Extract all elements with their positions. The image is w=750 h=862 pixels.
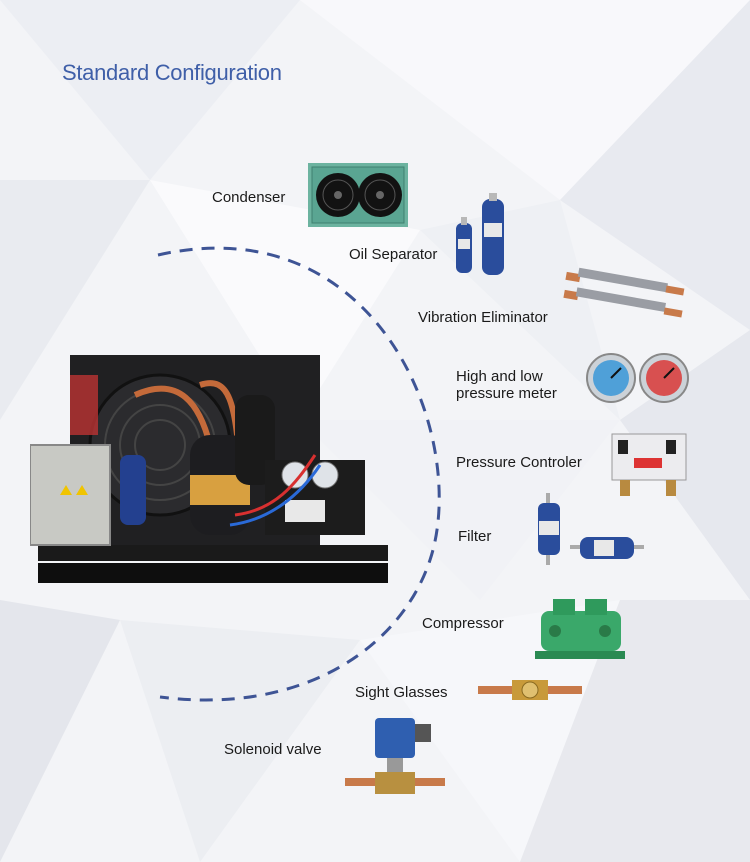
sight-glass-image [478, 680, 582, 700]
label-solenoid-valve: Solenoid valve [224, 741, 322, 758]
condensing-unit-image [30, 355, 388, 583]
label-vibration-eliminator: Vibration Eliminator [418, 309, 548, 326]
label-condenser: Condenser [212, 189, 286, 206]
label-sight-glasses: Sight Glasses [355, 684, 448, 701]
page-title: Standard Configuration [62, 60, 282, 85]
solenoid-valve-image [345, 718, 445, 794]
compressor-image [535, 599, 625, 659]
label-oil-separator: Oil Separator [349, 246, 438, 263]
pressure-meter-image [586, 353, 689, 403]
label-pressure-controller: Pressure Controler [456, 454, 582, 471]
oil-separator-image [456, 193, 504, 275]
vibration-eliminator-image [563, 267, 685, 318]
filter-image [538, 493, 644, 565]
pressure-controller-image [611, 433, 687, 496]
label-compressor: Compressor [422, 615, 504, 632]
label-pressure-meter: High and low pressure meter [456, 368, 557, 402]
label-filter: Filter [458, 528, 492, 545]
condenser-image [308, 163, 408, 227]
